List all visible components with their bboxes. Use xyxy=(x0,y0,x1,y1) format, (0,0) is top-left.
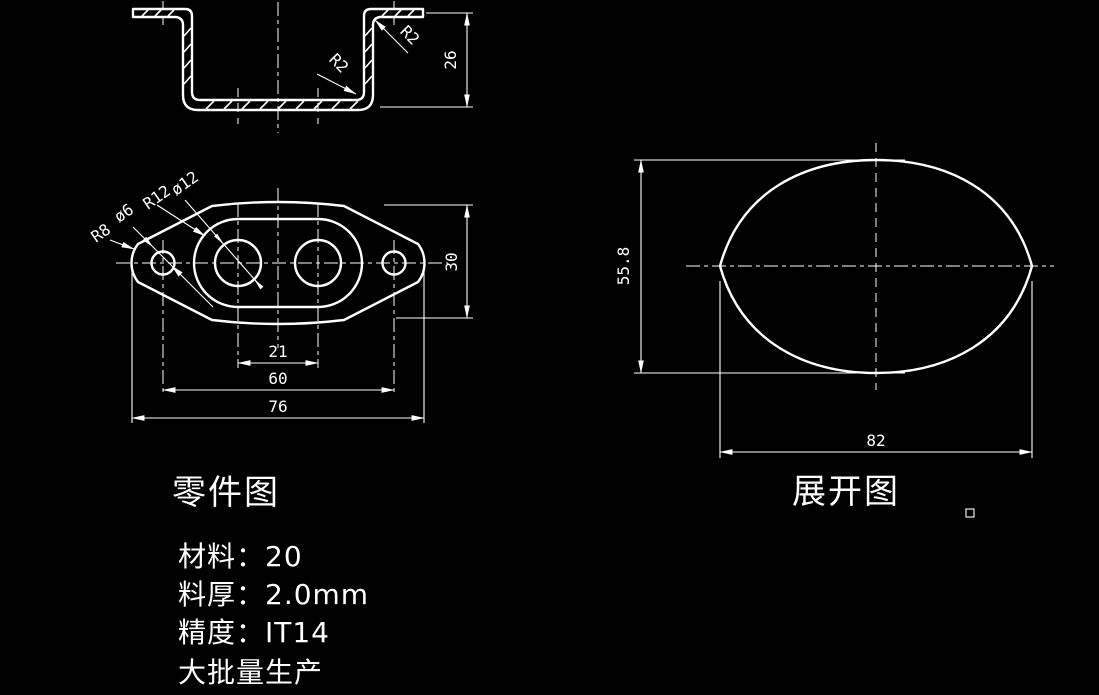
developed-view-title: 展开图 xyxy=(792,472,900,512)
arrowhead xyxy=(172,266,183,277)
hatch-tick xyxy=(394,9,402,17)
leader-r2-top: R2 xyxy=(374,19,423,54)
d6-text: ø6 xyxy=(110,200,137,227)
developed-view: 55.8 82 xyxy=(614,143,1054,518)
leader-line xyxy=(316,73,357,95)
hatch-tick xyxy=(223,100,233,110)
hatch-tick xyxy=(364,75,373,85)
dim-76: 76 xyxy=(131,272,425,423)
leader-r8: R8 xyxy=(87,220,135,250)
dim-82-text: 82 xyxy=(866,431,885,450)
r2-bottom-text: R2 xyxy=(325,50,352,77)
dim-26-text: 26 xyxy=(441,50,460,69)
dim-30-text: 30 xyxy=(442,252,461,271)
r8-text: R8 xyxy=(87,220,114,247)
hatch-tick xyxy=(141,9,149,17)
leader-r2-bottom: R2 xyxy=(316,50,357,95)
section-view: 26 R2 R2 xyxy=(131,1,473,133)
leader-line xyxy=(156,204,206,237)
note-thickness: 料厚：2.0mm xyxy=(178,578,369,611)
hatch-tick xyxy=(205,100,215,110)
dim-55-8-text: 55.8 xyxy=(614,247,633,286)
hatch-tick xyxy=(241,100,251,110)
flange-outline xyxy=(130,200,426,326)
note-precision: 精度：IT14 xyxy=(178,616,330,649)
hatch-tick xyxy=(277,100,287,110)
dim-82: 82 xyxy=(719,281,1033,458)
leader-d6: ø6 xyxy=(110,200,214,308)
hatch-tick xyxy=(183,59,192,69)
leader-line xyxy=(109,239,135,250)
hatch-tick xyxy=(295,100,305,110)
hatch-tick xyxy=(364,27,373,37)
hatch-tick xyxy=(381,9,389,17)
dim-60-text: 60 xyxy=(268,369,287,388)
hatch-tick xyxy=(183,27,192,37)
hatch-tick xyxy=(364,43,373,53)
note-material: 材料：20 xyxy=(178,540,303,573)
dim-26: 26 xyxy=(380,12,473,108)
arrowhead xyxy=(142,236,153,247)
r2-top-text: R2 xyxy=(396,22,423,49)
hatch-tick xyxy=(154,9,162,17)
part-centerlines xyxy=(116,188,448,395)
part-view-title: 零件图 xyxy=(172,473,280,513)
dim-60: 60 xyxy=(162,369,395,393)
part-view: R8 ø6 R12 ø12 30 21 xyxy=(87,167,473,423)
leader-line xyxy=(374,19,409,54)
hatch-tick xyxy=(364,59,373,69)
section-centerlines xyxy=(162,1,395,133)
hatch-tick xyxy=(407,9,415,17)
d12-text: ø12 xyxy=(167,167,202,199)
section-profile xyxy=(131,7,425,112)
note-production: 大批量生产 xyxy=(178,656,323,689)
hatch-tick xyxy=(259,100,269,110)
dim-21-text: 21 xyxy=(268,342,287,361)
dim-55-8: 55.8 xyxy=(614,159,905,374)
arrowhead xyxy=(254,279,264,290)
dim-21: 21 xyxy=(237,342,319,366)
dim-30: 30 xyxy=(384,204,473,319)
hatch-tick xyxy=(183,75,192,85)
hatch-tick xyxy=(349,100,359,110)
section-hatch-ticks xyxy=(141,9,415,110)
hatch-tick xyxy=(183,43,192,53)
hatch-tick xyxy=(167,9,175,17)
labels: 零件图 展开图 材料：20 料厚：2.0mm 精度：IT14 大批量生产 xyxy=(172,472,900,689)
dim-76-text: 76 xyxy=(268,397,287,416)
stray-square-marker xyxy=(965,508,975,518)
hatch-tick xyxy=(331,100,341,110)
arrowhead xyxy=(214,233,224,244)
